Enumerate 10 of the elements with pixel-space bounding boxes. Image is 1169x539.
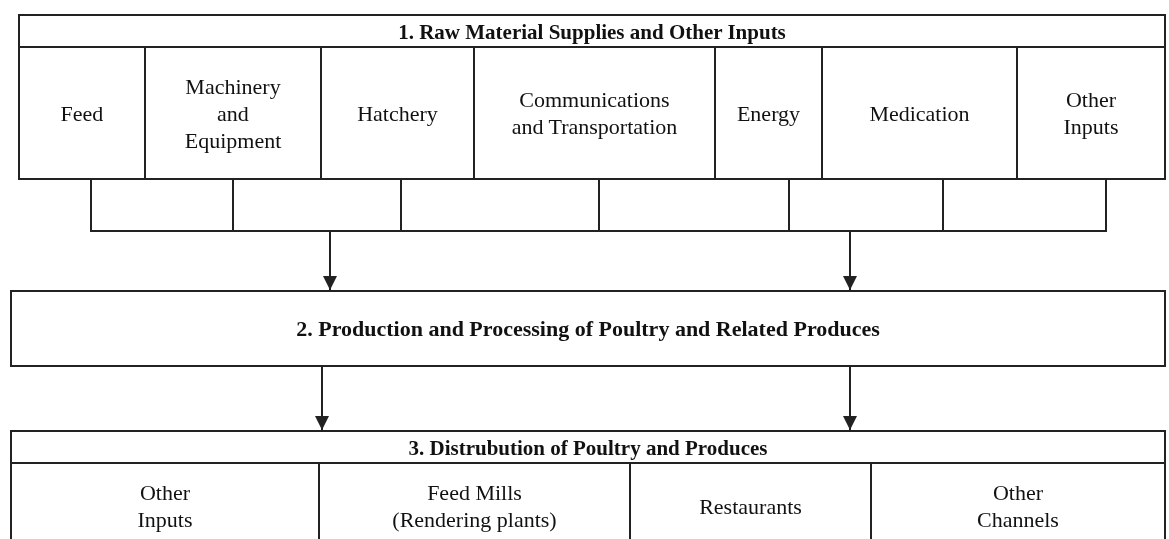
arrow — [323, 231, 337, 291]
arrow — [315, 366, 329, 431]
group-title: 1. Raw Material Supplies and Other Inputs — [397, 18, 787, 46]
group-box — [18, 14, 1166, 180]
stage-box: 2. Production and Processing of Poultry and Related Produces — [10, 290, 1166, 367]
group-box — [10, 430, 1166, 539]
collector-bar — [90, 178, 1107, 232]
arrow — [843, 366, 857, 431]
group-title: 3. Distrubution of Poultry and Produces — [407, 435, 769, 462]
arrow — [843, 231, 857, 291]
